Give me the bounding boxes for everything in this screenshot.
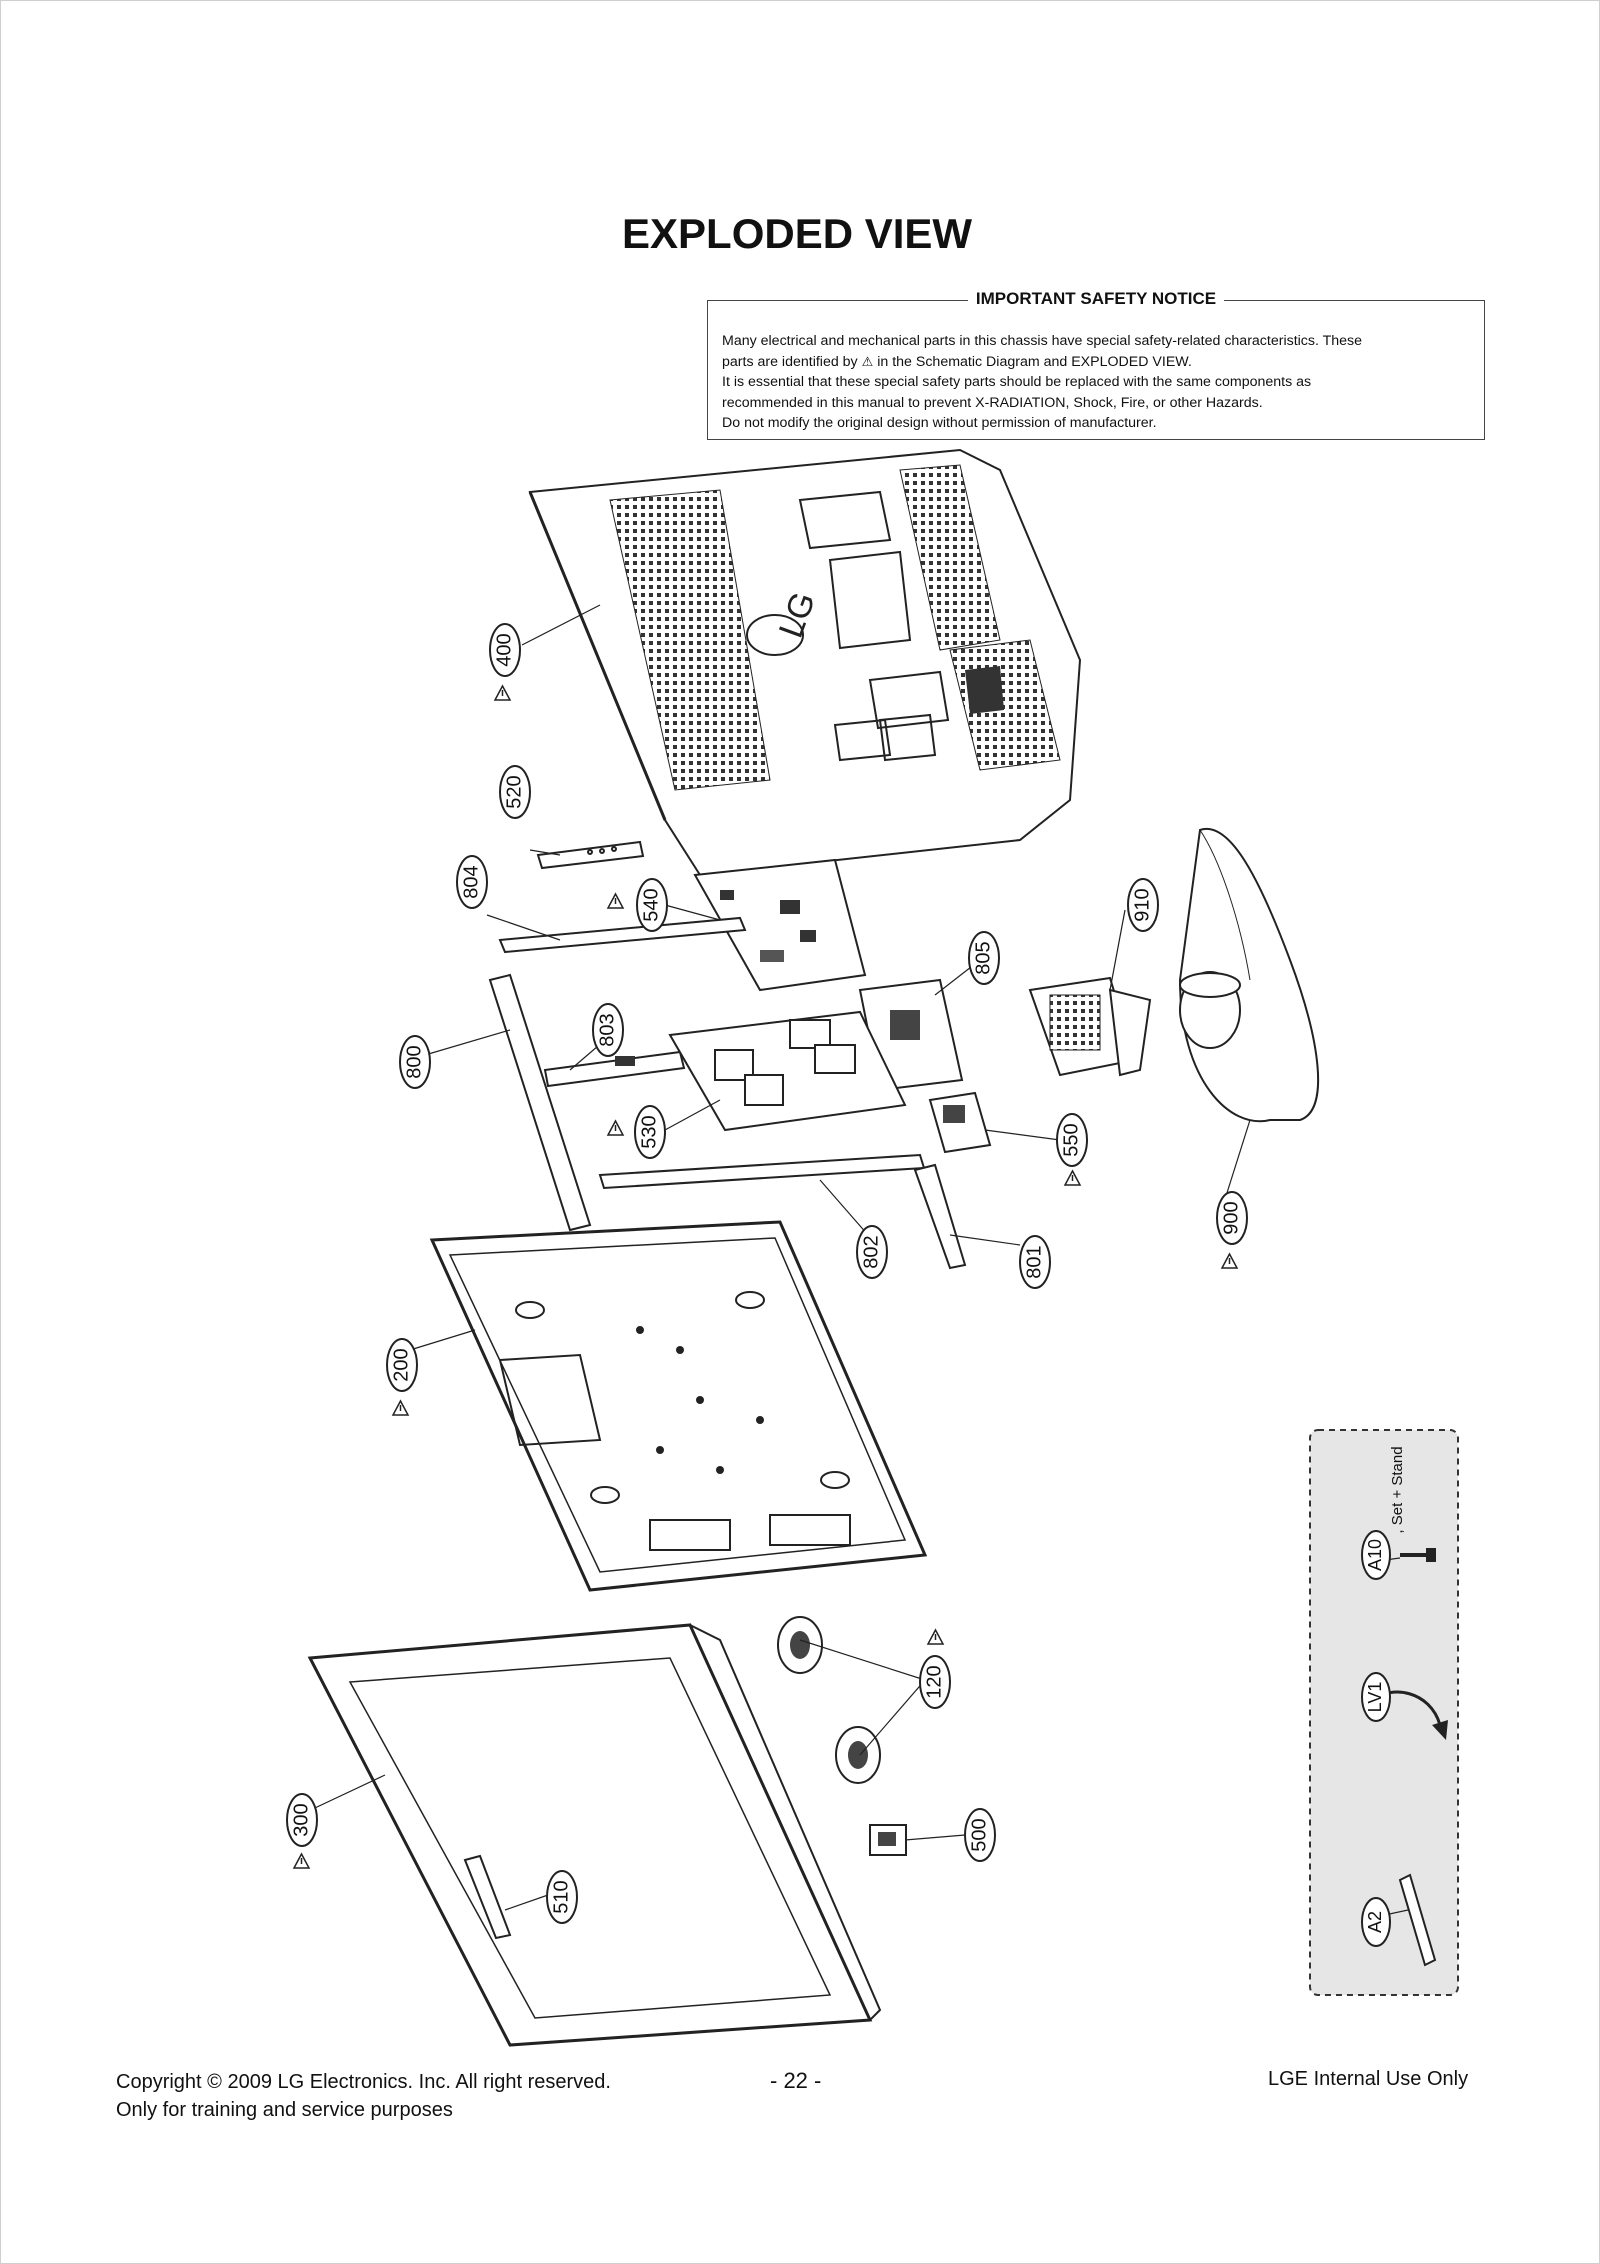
- svg-text:802: 802: [860, 1235, 882, 1268]
- callout-910: 910: [1127, 878, 1159, 932]
- svg-text:500: 500: [968, 1818, 990, 1851]
- warning-triangle-icon: [292, 1852, 311, 1869]
- callout-a10: A10: [1361, 1530, 1391, 1580]
- svg-text:800: 800: [403, 1045, 425, 1078]
- notice-line-4: recommended in this manual to prevent X-…: [722, 394, 1263, 411]
- notice-line-2: parts are identified by ⚠ in the Schemat…: [722, 352, 1470, 373]
- callout-200: 200: [386, 1338, 418, 1392]
- svg-text:300: 300: [290, 1803, 312, 1836]
- callout-300: 300: [286, 1793, 318, 1847]
- svg-text:510: 510: [550, 1880, 572, 1913]
- svg-text:120: 120: [923, 1665, 945, 1698]
- callout-801: 801: [1019, 1235, 1051, 1289]
- svg-text:910: 910: [1131, 888, 1153, 921]
- safety-notice-heading: IMPORTANT SAFETY NOTICE: [967, 289, 1225, 308]
- footer-training: Only for training and service purposes: [116, 2099, 453, 2121]
- callout-120: 120: [919, 1655, 951, 1709]
- part-510: [463, 1854, 512, 1940]
- bracket-520: [536, 840, 645, 870]
- bracket-803: [543, 1050, 686, 1088]
- footer-internal: LGE Internal Use Only: [1268, 2068, 1469, 2090]
- svg-text:900: 900: [1220, 1201, 1242, 1234]
- main-board-540: [693, 858, 867, 992]
- svg-text:A10: A10: [1365, 1539, 1385, 1571]
- svg-text:520: 520: [503, 775, 525, 808]
- svg-text:400: 400: [493, 633, 515, 666]
- safety-notice-box: IMPORTANT SAFETY NOTICE Many electrical …: [707, 289, 1485, 440]
- notice-line-3: It is essential that these special safet…: [722, 374, 1312, 390]
- page-title: EXPLODED VIEW: [622, 210, 973, 257]
- front-bezel-300: [307, 1623, 882, 2047]
- warning-triangle-icon: [606, 892, 625, 909]
- notice-line-2a: parts are identified by: [722, 353, 858, 370]
- callout-500: 500: [964, 1808, 996, 1862]
- svg-text:540: 540: [640, 888, 662, 921]
- svg-text:LV1: LV1: [1365, 1682, 1385, 1713]
- footer-copyright: Copyright © 2009 LG Electronics. Inc. Al…: [116, 2071, 611, 2093]
- page-number: - 22 -: [770, 2068, 822, 2093]
- warning-triangle-icon: [493, 684, 512, 701]
- callout-530: 530: [634, 1105, 666, 1159]
- svg-text:200: 200: [390, 1348, 412, 1381]
- svg-text:801: 801: [1023, 1245, 1045, 1278]
- safety-notice-body: Many electrical and mechanical parts in …: [722, 331, 1470, 434]
- svg-text:804: 804: [460, 865, 482, 898]
- callout-804: 804: [456, 855, 488, 909]
- notice-line-1: Many electrical and mechanical parts in …: [722, 333, 1363, 349]
- notice-line-5: Do not modify the original design withou…: [722, 415, 1157, 431]
- stand-neck-910: [1028, 976, 1152, 1077]
- warning-triangle-icon: [391, 1399, 410, 1416]
- footer-left: Copyright © 2009 LG Electronics. Inc. Al…: [116, 2068, 611, 2124]
- svg-text:803: 803: [596, 1013, 618, 1046]
- callout-803: 803: [592, 1003, 624, 1057]
- callout-540: 540: [636, 878, 668, 932]
- bar-804: [498, 916, 747, 954]
- callout-900: 900: [1216, 1191, 1248, 1245]
- bar-801: [913, 1163, 967, 1270]
- callout-520: 520: [499, 765, 531, 819]
- callout-lv1: LV1: [1361, 1672, 1391, 1722]
- power-board-530: [668, 1010, 907, 1132]
- callout-400: 400: [489, 623, 521, 677]
- bar-802: [598, 1153, 926, 1190]
- frame-200: [429, 1220, 928, 1592]
- callout-550: 550: [1056, 1113, 1088, 1167]
- side-bar-800: [488, 973, 592, 1232]
- svg-text:530: 530: [638, 1115, 660, 1148]
- svg-text:550: 550: [1060, 1123, 1082, 1156]
- callout-802: 802: [856, 1225, 888, 1279]
- callout-800: 800: [399, 1035, 431, 1089]
- warning-triangle-icon: [1063, 1169, 1082, 1186]
- warning-triangle-icon: [926, 1628, 945, 1645]
- notice-line-2b: in the Schematic Diagram and EXPLODED VI…: [877, 353, 1192, 370]
- stand-base-900: [1178, 827, 1320, 1123]
- callout-a2: A2: [1361, 1897, 1391, 1947]
- svg-text:805: 805: [972, 941, 994, 974]
- part-500: [869, 1824, 907, 1856]
- speakers-120: [777, 1616, 881, 1784]
- callout-510: 510: [546, 1870, 578, 1924]
- warning-triangles: [292, 684, 1239, 1869]
- back-cover-400: LG: [528, 448, 1082, 877]
- part-550: [928, 1091, 992, 1154]
- safety-notice-heading-wrap: IMPORTANT SAFETY NOTICE: [708, 289, 1484, 309]
- warning-triangle-icon: ⚠: [861, 353, 874, 369]
- accessory-note: , Set + Stand: [1389, 1446, 1406, 1533]
- warning-triangle-icon: [606, 1119, 625, 1136]
- svg-text:A2: A2: [1365, 1911, 1385, 1933]
- warning-triangle-icon: [1220, 1252, 1239, 1269]
- callout-805: 805: [968, 931, 1000, 985]
